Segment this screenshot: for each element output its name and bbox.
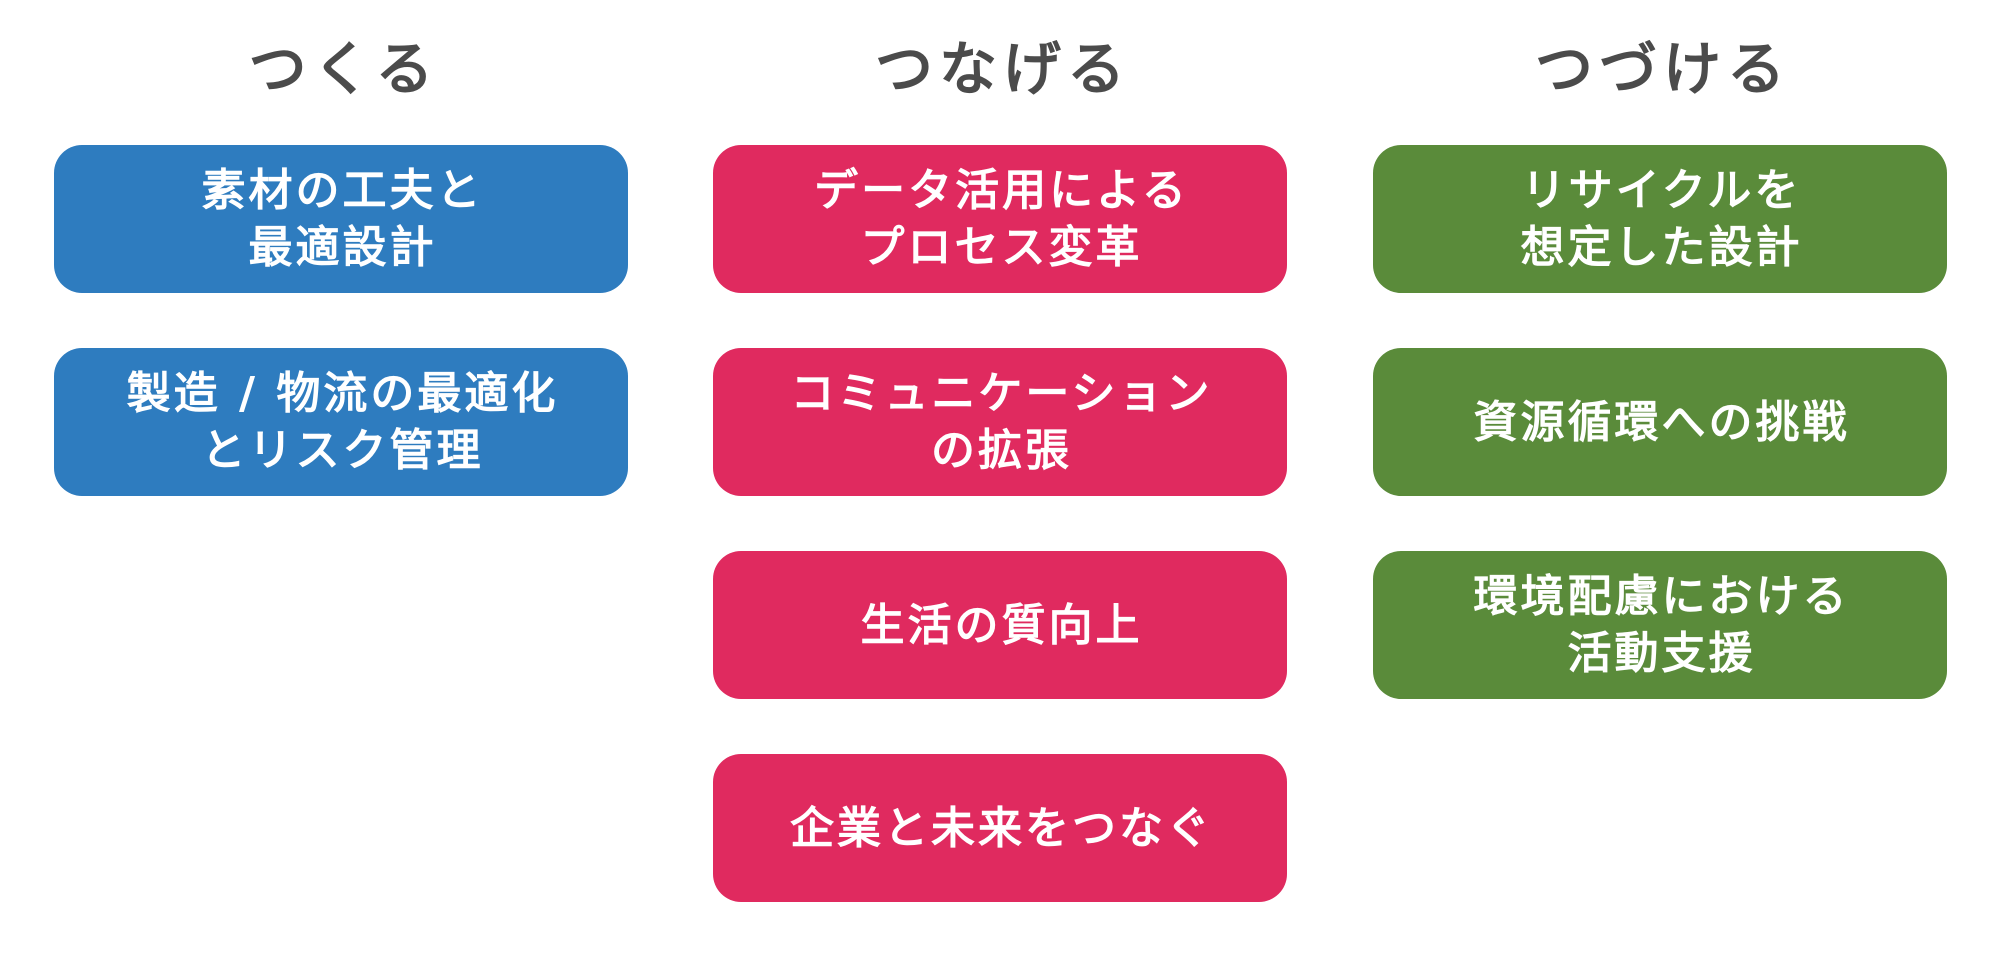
box-quality-of-life: 生活の質向上 — [713, 551, 1287, 699]
box-text-line: 環境配慮における — [1473, 571, 1850, 622]
box-resource-circulation-challenge: 資源循環への挑戦 — [1373, 348, 1947, 496]
column-header-tsunageru: つなげる — [874, 34, 1131, 103]
column-header-tsukuru: つくる — [248, 34, 440, 103]
box-text-line: 資源循環への挑戦 — [1473, 396, 1850, 448]
box-text-line: 企業と未来をつなぐ — [790, 802, 1213, 854]
box-text-line: 製造 / 物流の最適化 — [126, 368, 559, 419]
column-tsukuru: つくる 素材の工夫と 最適設計 製造 / 物流の最適化 とリスク管理 — [54, 0, 628, 551]
box-data-process-transformation: データ活用による プロセス変革 — [713, 145, 1287, 293]
box-text-line: コミュニケーション — [790, 368, 1213, 419]
box-material-optimal-design: 素材の工夫と 最適設計 — [54, 145, 628, 293]
box-communication-expansion: コミュニケーション の拡張 — [713, 348, 1287, 496]
box-text-line: の拡張 — [931, 425, 1072, 476]
column-tsunageru: つなげる データ活用による プロセス変革 コミュニケーション の拡張 生活の質向… — [713, 0, 1287, 957]
box-text-line: プロセス変革 — [860, 222, 1143, 273]
box-text-line: 最適設計 — [248, 222, 437, 273]
box-text-line: 想定した設計 — [1520, 222, 1803, 273]
box-environmental-activity-support: 環境配慮における 活動支援 — [1373, 551, 1947, 699]
box-text-line: リサイクルを — [1521, 165, 1802, 216]
box-text-line: 生活の質向上 — [860, 599, 1143, 651]
box-text-line: 活動支援 — [1567, 628, 1756, 679]
box-connect-company-future: 企業と未来をつなぐ — [713, 754, 1287, 902]
box-text-line: データ活用による — [814, 165, 1189, 216]
box-manufacturing-logistics-risk: 製造 / 物流の最適化 とリスク管理 — [54, 348, 628, 496]
column-header-tsuzukeru: つづける — [1534, 34, 1791, 103]
box-text-line: 素材の工夫と — [201, 165, 484, 216]
column-tsuzukeru: つづける リサイクルを 想定した設計 資源循環への挑戦 環境配慮における 活動支… — [1373, 0, 1947, 754]
box-text-line: とリスク管理 — [201, 425, 484, 476]
box-recycle-oriented-design: リサイクルを 想定した設計 — [1373, 145, 1947, 293]
